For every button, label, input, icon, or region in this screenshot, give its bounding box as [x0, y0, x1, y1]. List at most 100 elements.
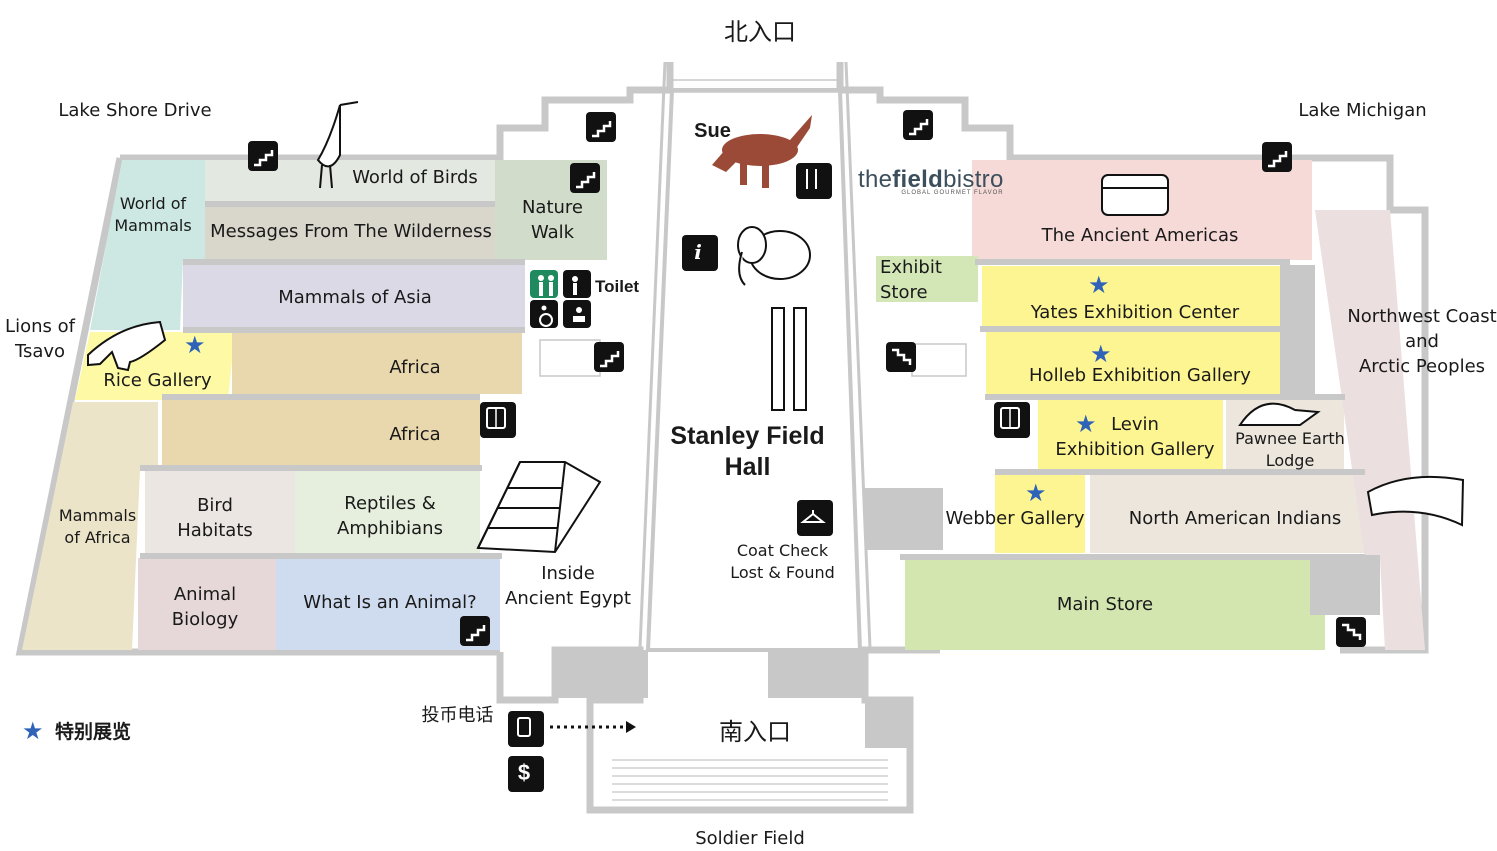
svg-text:$: $: [518, 760, 530, 785]
info-icon[interactable]: i: [682, 235, 718, 271]
south-lobby-far-east: [865, 700, 910, 748]
north-american-indians-label: North American Indians: [1128, 508, 1342, 529]
lake-shore-drive-label: Lake Shore Drive: [58, 100, 212, 121]
legend-label: 特别展览: [55, 722, 132, 743]
bistro-prefix: the: [858, 166, 893, 193]
levin-gallery-label: Levin Exhibition Gallery: [1055, 414, 1215, 460]
bird-habitats-label: Bird Habitats: [177, 495, 253, 541]
stairs-icon[interactable]: [594, 342, 624, 372]
holleb-gallery-label: Holleb Exhibition Gallery: [1029, 365, 1251, 386]
south-lobby-east: [768, 650, 865, 698]
animal-biology-label: Animal Biology: [171, 584, 239, 630]
room-north-american-indians[interactable]: [1090, 475, 1365, 553]
atm-dollar-icon[interactable]: $: [508, 756, 544, 792]
world-of-birds-label: World of Birds: [352, 167, 478, 188]
payphone-direction-arrow: [550, 721, 636, 733]
stairwells: [539, 339, 967, 377]
legend-star-icon: ★: [22, 717, 44, 745]
stairs-icon[interactable]: [1336, 617, 1366, 647]
egret-illustration: [316, 101, 359, 189]
rice-gallery-label: Rice Gallery: [103, 370, 212, 391]
lion-illustration: [87, 320, 167, 372]
interior-walls: [140, 201, 1365, 560]
toilet-label: Toilet: [595, 277, 640, 296]
africa-north-label: Africa: [389, 357, 441, 378]
star-icon-rice: ★: [184, 331, 206, 359]
what-is-an-animal-label: What Is an Animal?: [303, 592, 477, 613]
bistro-suffix: bistro: [943, 166, 1004, 193]
north-entrance-label: 北入口: [724, 18, 796, 46]
room-world-of-mammals[interactable]: [90, 160, 205, 330]
family-restroom-icon[interactable]: [563, 270, 591, 298]
stairs-icon[interactable]: [586, 112, 616, 142]
bistro-bold: field: [892, 166, 944, 193]
bistro-tagline: GLOBAL GOURMET FLAVOR: [901, 190, 1004, 196]
world-of-mammals-label: World of Mammals: [114, 194, 192, 235]
svg-text:i: i: [694, 240, 702, 264]
messages-wilderness-label: Messages From The Wilderness: [210, 221, 492, 242]
room-bird-habitats[interactable]: [145, 470, 295, 555]
soldier-field-label: Soldier Field: [695, 828, 805, 849]
stairs-icon[interactable]: [903, 110, 933, 140]
baby-changing-icon[interactable]: [563, 300, 591, 328]
northwest-coast-label: Northwest Coast and Arctic Peoples: [1347, 306, 1497, 377]
yates-center-label: Yates Exhibition Center: [1030, 302, 1240, 323]
lions-of-tsavo-label: Lions of Tsavo: [5, 316, 75, 362]
room-reptiles-amphibians[interactable]: [295, 470, 480, 555]
restroom-icon[interactable]: [530, 270, 558, 298]
gray-block-mid: [865, 488, 943, 550]
elevator-icon[interactable]: [994, 402, 1030, 438]
south-lobby-west: [555, 650, 648, 698]
exhibit-store-label: Exhibit Store: [880, 257, 942, 303]
pyramid-illustration: [476, 461, 602, 554]
elephant-illustration: [737, 226, 811, 286]
wheelchair-icon[interactable]: [530, 300, 558, 328]
mammals-of-africa-label: Mammals of Africa: [58, 506, 137, 547]
stairs-icon[interactable]: [460, 616, 490, 646]
room-africa-south[interactable]: [162, 398, 480, 466]
webber-gallery-label: Webber Gallery: [945, 508, 1085, 529]
room-mammals-of-africa[interactable]: [22, 402, 158, 650]
main-store-label: Main Store: [1056, 594, 1154, 615]
stairs-icon[interactable]: [570, 163, 600, 193]
coat-check-label: Coat Check Lost & Found: [730, 541, 835, 582]
pawnee-lodge-label: Pawnee Earth Lodge: [1235, 429, 1345, 470]
room-yates-center[interactable]: [982, 266, 1282, 326]
south-entrance-label: 南入口: [719, 718, 791, 746]
mammals-of-asia-label: Mammals of Asia: [278, 287, 432, 308]
ancient-americas-mask-illustration: [1101, 174, 1169, 216]
stairs-icon[interactable]: [248, 141, 278, 171]
star-icon-webber: ★: [1025, 479, 1047, 507]
sue-dinosaur-illustration: [712, 115, 812, 188]
pawnee-lodge-illustration: [1238, 402, 1321, 426]
gray-block-sw: [1310, 555, 1380, 615]
totem-poles-illustration: [771, 307, 807, 411]
south-steps: [612, 759, 888, 801]
room-mammals-of-asia[interactable]: [183, 265, 525, 327]
coat-hanger-icon[interactable]: [797, 500, 833, 536]
room-exhibit-store[interactable]: [876, 256, 978, 302]
star-icon-holleb: ★: [1090, 340, 1112, 368]
room-africa-north[interactable]: [232, 332, 522, 394]
room-northwest-coast[interactable]: [1315, 210, 1425, 650]
room-holleb-gallery[interactable]: [986, 332, 1291, 394]
stairs-icon[interactable]: [886, 342, 916, 372]
room-levin-gallery[interactable]: [1038, 400, 1223, 470]
northwest-canoe-illustration: [1366, 475, 1465, 527]
stairs-icon[interactable]: [1262, 142, 1292, 172]
room-animal-biology[interactable]: [138, 558, 276, 650]
africa-south-label: Africa: [389, 424, 441, 445]
payphone-label: 投币电话: [421, 705, 494, 726]
room-webber-gallery[interactable]: [995, 475, 1085, 553]
hall-steps-north: [671, 79, 841, 93]
room-messages-wilderness[interactable]: [205, 205, 495, 260]
elevator-icon[interactable]: [480, 402, 516, 438]
nature-walk-label: Nature Walk: [521, 197, 584, 243]
room-main-store[interactable]: [905, 560, 1325, 650]
restaurant-icon[interactable]: [796, 163, 832, 199]
sue-label: Sue: [694, 120, 731, 142]
phone-icon[interactable]: [508, 711, 544, 747]
star-icon-levin: ★: [1075, 410, 1097, 438]
